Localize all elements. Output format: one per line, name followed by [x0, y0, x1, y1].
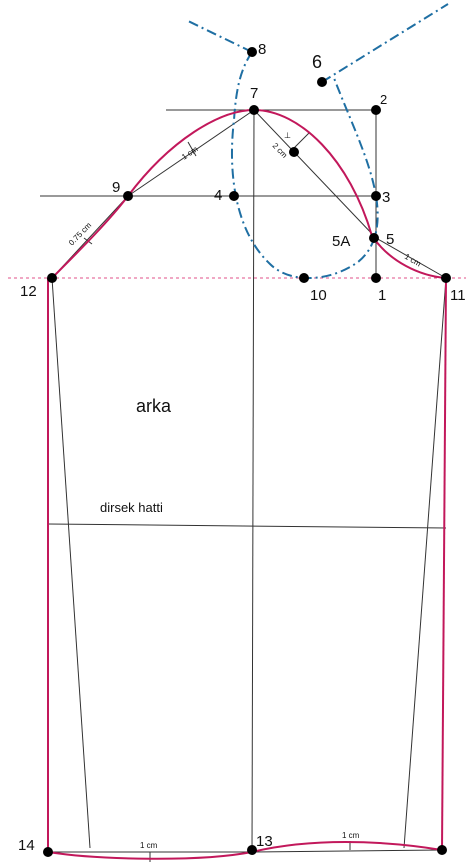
point-bottom-right	[437, 845, 447, 855]
label-1cm-cap: 1 cm	[180, 144, 200, 161]
point-13	[247, 845, 257, 855]
label-point-2: 2	[380, 92, 387, 107]
point-12	[47, 273, 57, 283]
perp-1cm-line	[187, 141, 197, 157]
point-14	[43, 847, 53, 857]
elbow-line-label: dirsek hatti	[100, 500, 163, 515]
label-point-7: 7	[250, 85, 258, 102]
label-1cm-bottom-left: 1 cm	[140, 841, 158, 850]
label-point-5A: 5A	[332, 233, 350, 250]
points	[43, 47, 451, 857]
point-8	[247, 47, 257, 57]
point-9	[123, 191, 133, 201]
label-point-10: 10	[310, 287, 327, 304]
line-7-to-5	[253, 109, 377, 239]
point-2	[371, 105, 381, 115]
armhole-construction	[185, 3, 449, 280]
label-perp-mark: ⊥	[284, 131, 291, 140]
label-point-4: 4	[214, 187, 222, 204]
piece-name: arka	[136, 396, 172, 416]
point-2cm-mid	[289, 147, 299, 157]
line-bottom-right	[251, 849, 443, 853]
label-point-1: 1	[378, 287, 386, 304]
label-point-8: 8	[258, 41, 266, 58]
elbow-line	[47, 523, 447, 529]
point-10	[299, 273, 309, 283]
point-4	[229, 191, 239, 201]
label-point-14: 14	[18, 837, 35, 854]
point-6	[317, 77, 327, 87]
sleeve-right-seam	[441, 277, 447, 851]
line-8-dash	[185, 19, 253, 53]
label-1cm-bottom-right: 1 cm	[342, 831, 360, 840]
label-point-11: 11	[450, 287, 466, 304]
point-11	[441, 273, 451, 283]
label-075cm: 0.75 cm	[67, 220, 93, 247]
line-6-dash	[321, 3, 449, 83]
label-point-13: 13	[256, 833, 273, 850]
point-5A	[369, 233, 379, 243]
line-12-to-bottom	[51, 277, 91, 849]
label-point-9: 9	[112, 179, 120, 196]
label-point-5: 5	[386, 231, 394, 248]
point-7	[249, 105, 259, 115]
line-5-to-11	[375, 237, 447, 279]
sleeve-outline	[47, 108, 447, 860]
line-11-to-bottom	[403, 277, 447, 849]
point-1	[371, 273, 381, 283]
label-point-6: 6	[312, 52, 322, 72]
line-center-vertical	[251, 109, 255, 853]
point-3	[371, 191, 381, 201]
label-point-3: 3	[382, 189, 390, 206]
label-point-12: 12	[20, 283, 37, 300]
